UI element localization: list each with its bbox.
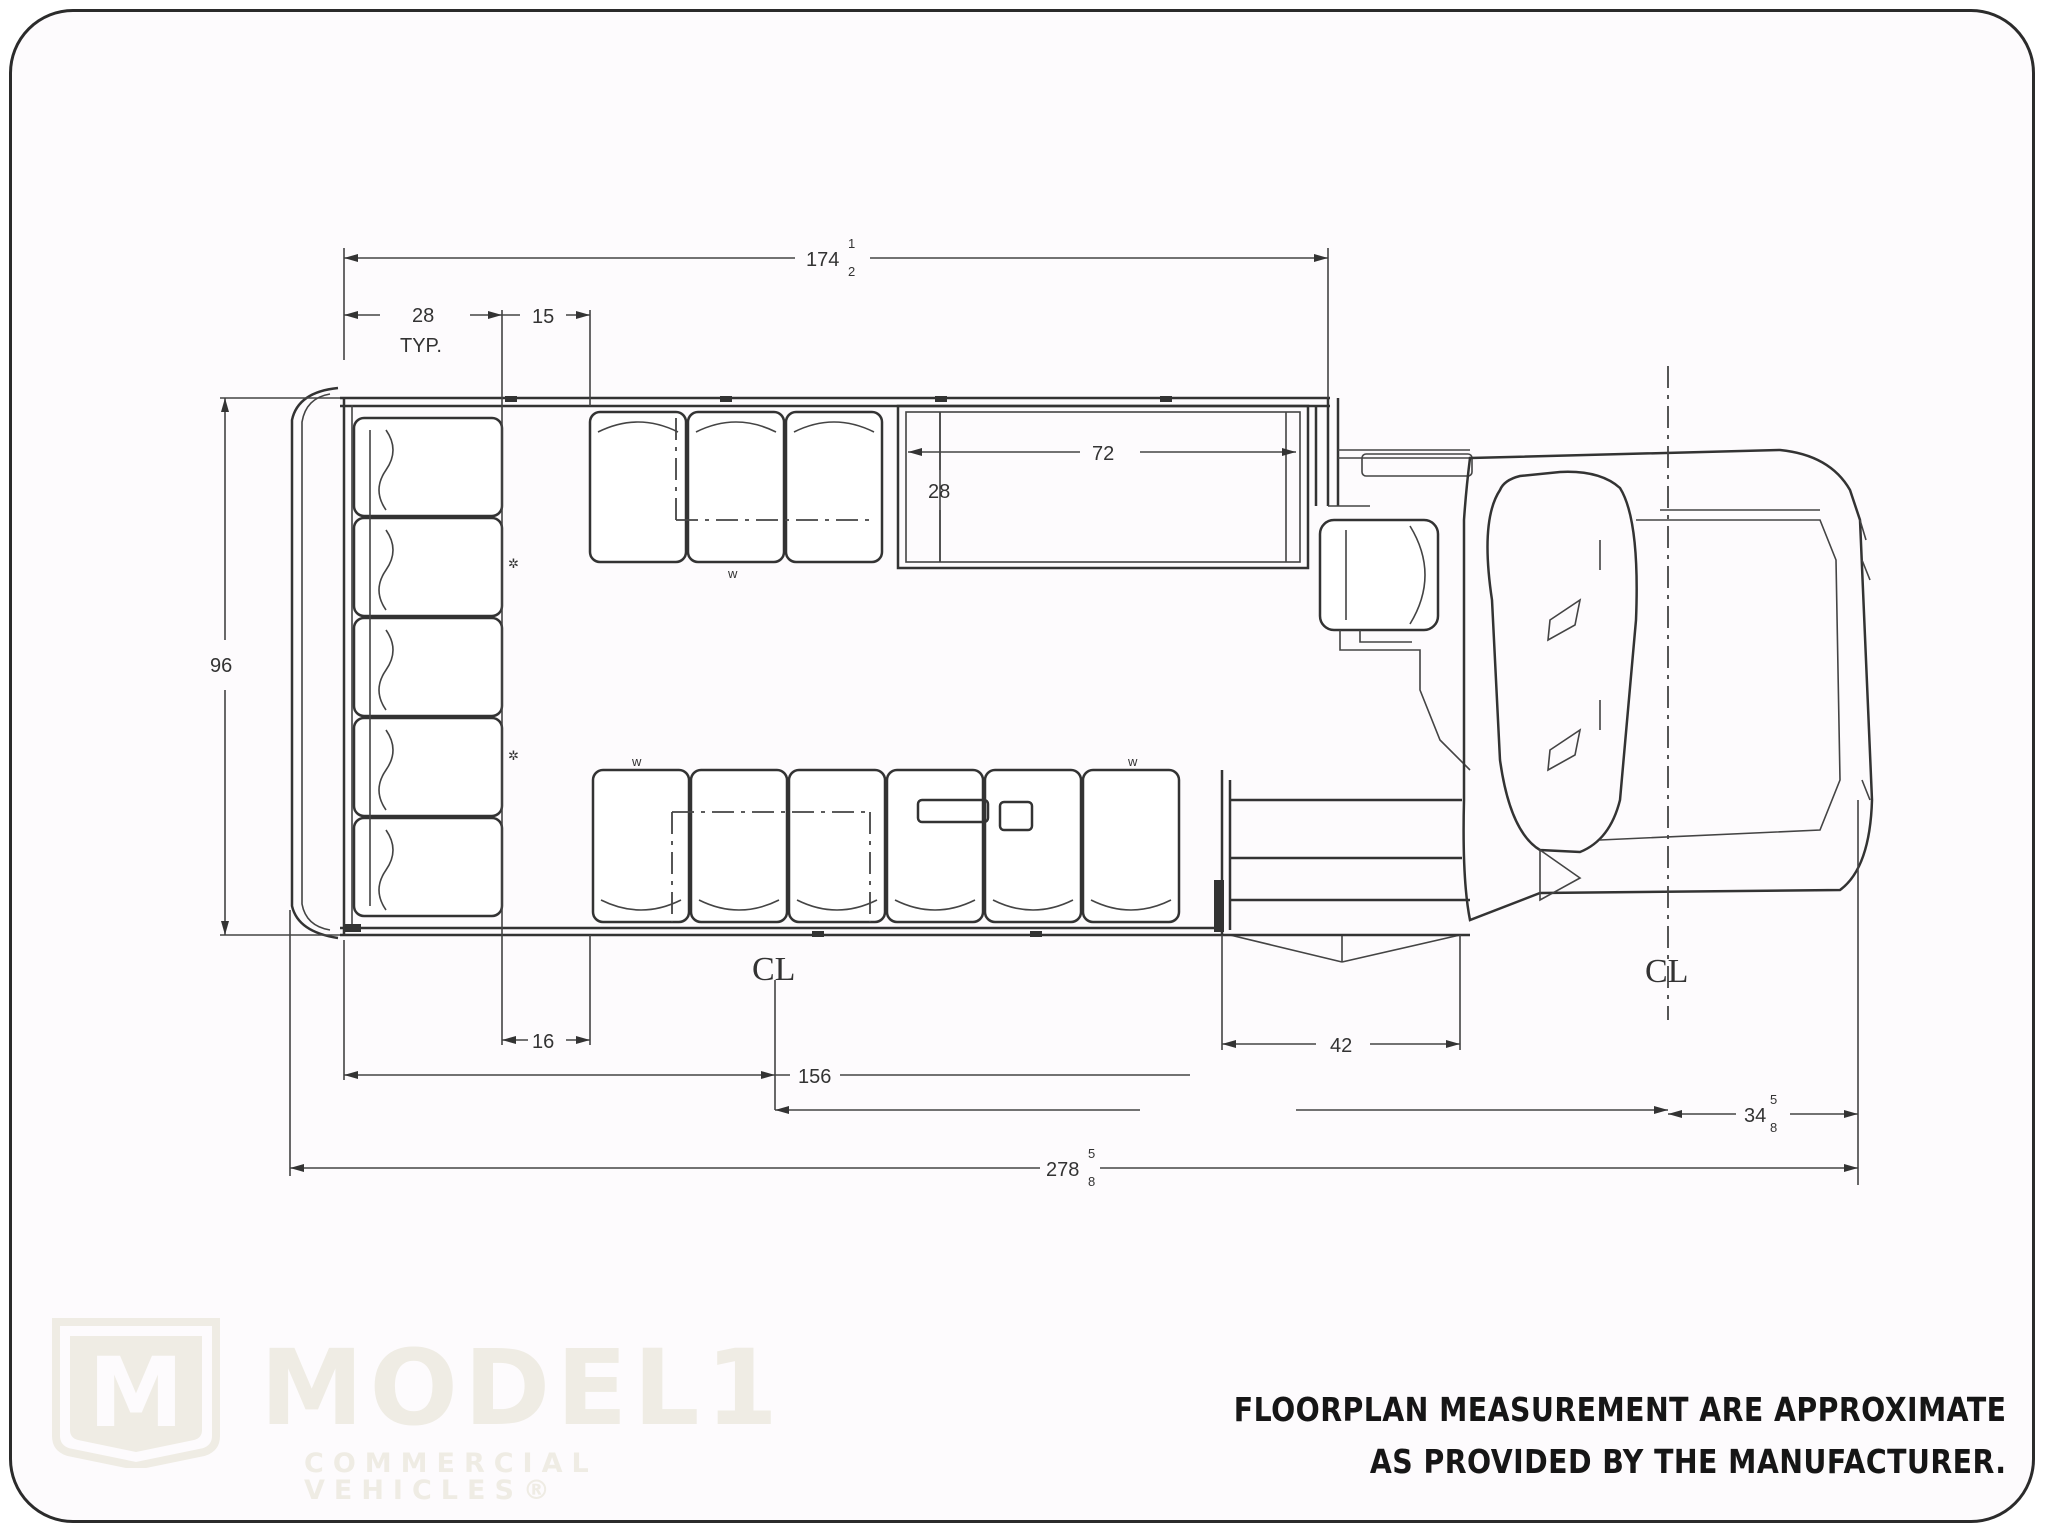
dim-overall-length: 278 — [1046, 1159, 1079, 1181]
logo-wordmark: MODEL1 — [260, 1327, 784, 1449]
rear-bench-seats: ✲ ✲ — [352, 416, 519, 918]
front-cab — [1462, 448, 1874, 922]
driver-area — [1318, 453, 1473, 771]
dim-overall-roof-length-num: 1 — [848, 236, 855, 251]
bus-body-outline — [290, 386, 1470, 963]
centerlines: CL CL — [752, 366, 1688, 1110]
dim-front-overhang-den: 8 — [1770, 1120, 1777, 1135]
dim-overall-roof-length-den: 2 — [848, 264, 855, 279]
model1-logo: M MODEL1 COMMERCIAL VEHICLES® — [52, 1318, 842, 1504]
bottom-seat — [983, 768, 1083, 924]
svg-text:M: M — [88, 1337, 184, 1449]
dim-side-bench-depth: 28 — [928, 481, 950, 503]
rear-seat — [352, 416, 504, 518]
bottom-row-seats: w w — [591, 754, 1181, 924]
rear-seat — [352, 716, 504, 818]
disclaimer-line-1: FLOORPLAN MEASUREMENT ARE APPROXIMATE — [1233, 1390, 2006, 1429]
centerline-label-rear: CL — [752, 951, 795, 988]
dim-aisle-gap-top: 15 — [532, 306, 554, 328]
bottom-seat — [1081, 768, 1181, 924]
svg-text:✲: ✲ — [508, 748, 519, 763]
dim-rear-seat-depth-note: TYP. — [400, 335, 442, 357]
dimension-lines — [220, 248, 1859, 1185]
top-seat — [588, 410, 688, 564]
dim-overall-length-num: 5 — [1088, 1146, 1095, 1161]
dim-centerline-rear: 156 — [798, 1066, 831, 1088]
bottom-seat — [591, 768, 691, 924]
disclaimer-note: FLOORPLAN MEASUREMENT ARE APPROXIMATE AS… — [1233, 1384, 2006, 1488]
bottom-seat — [689, 768, 789, 924]
dim-aisle-gap-bottom: 16 — [532, 1031, 554, 1053]
svg-text:w: w — [1127, 754, 1138, 769]
side-bench — [896, 404, 1310, 570]
dim-interior-width: 96 — [210, 655, 232, 677]
top-row-seats: w — [588, 410, 884, 581]
svg-text:w: w — [727, 566, 738, 581]
dimension-labels: 174 1 2 28 TYP. 15 96 72 28 16 42 156 34… — [210, 236, 1777, 1189]
svg-text:✲: ✲ — [508, 556, 519, 571]
top-seat — [784, 410, 884, 564]
m-shield-icon: M — [52, 1318, 220, 1468]
driver-seat — [1318, 518, 1440, 632]
svg-text:w: w — [631, 754, 642, 769]
dim-rear-seat-depth: 28 — [412, 305, 434, 327]
logo-subtitle: COMMERCIAL VEHICLES® — [304, 1448, 598, 1506]
bottom-seat — [885, 768, 985, 924]
centerline-label-front: CL — [1645, 953, 1688, 990]
dim-front-overhang: 34 — [1744, 1105, 1766, 1127]
dim-overall-roof-length: 174 — [806, 249, 839, 271]
bottom-seat — [787, 768, 887, 924]
rear-seat — [352, 516, 504, 618]
disclaimer-line-2: AS PROVIDED BY THE MANUFACTURER. — [1369, 1442, 2006, 1481]
top-seat — [686, 410, 786, 564]
rear-seat — [352, 816, 504, 918]
dim-front-overhang-num: 5 — [1770, 1092, 1777, 1107]
rounded-frame — [9, 9, 2035, 1523]
rear-seat — [352, 616, 504, 718]
dim-overall-length-den: 8 — [1088, 1174, 1095, 1189]
dim-side-bench-length: 72 — [1092, 443, 1114, 465]
dim-door-width: 42 — [1330, 1035, 1352, 1057]
